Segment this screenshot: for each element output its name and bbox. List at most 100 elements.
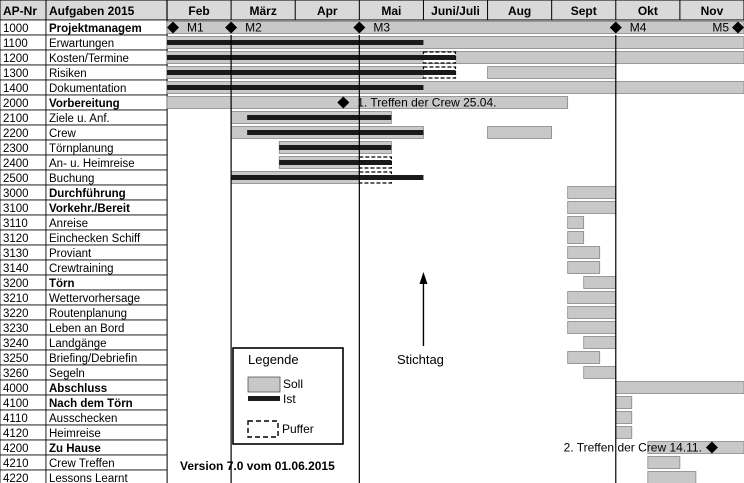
soll-bar bbox=[567, 186, 617, 199]
row-name: Vorbereitung bbox=[49, 98, 120, 110]
soll-bar bbox=[615, 396, 633, 409]
row-name: Törn bbox=[49, 278, 75, 290]
row-name: Crew Treffen bbox=[49, 458, 115, 470]
milestone-diamond bbox=[353, 21, 366, 34]
row-id: 2200 bbox=[3, 128, 29, 140]
ist-bar bbox=[167, 70, 456, 75]
ist-bar bbox=[247, 115, 392, 120]
row-name: Segeln bbox=[49, 368, 85, 380]
row-name: Projektmanagem bbox=[49, 23, 142, 35]
row-id: 3240 bbox=[3, 338, 29, 350]
ist-bar bbox=[167, 85, 424, 90]
month-label: März bbox=[249, 4, 276, 18]
row-name: Lessons Learnt bbox=[49, 473, 128, 483]
row-name: Abschluss bbox=[49, 383, 107, 395]
ist-bar bbox=[279, 145, 392, 150]
header-aufgaben: Aufgaben 2015 bbox=[49, 4, 135, 18]
row-name: Crewtraining bbox=[49, 263, 114, 275]
row-id: 3260 bbox=[3, 368, 29, 380]
row-name: Zu Hause bbox=[49, 443, 101, 455]
header-ap-nr: AP-Nr bbox=[3, 4, 37, 18]
milestone-diamond bbox=[225, 21, 238, 34]
legend-soll-label: Soll bbox=[283, 377, 303, 391]
row-id: 4200 bbox=[3, 443, 29, 455]
milestone-diamond bbox=[609, 21, 622, 34]
row-name: Risiken bbox=[49, 68, 87, 80]
row-id: 4110 bbox=[3, 413, 28, 425]
row-id: 3140 bbox=[3, 263, 29, 275]
row-id: 3110 bbox=[3, 218, 28, 230]
row-name: Proviant bbox=[49, 248, 92, 260]
row-id: 2400 bbox=[3, 158, 29, 170]
row-name: An- u. Heimreise bbox=[49, 158, 135, 170]
row-name: Vorkehr./Bereit bbox=[49, 203, 130, 215]
milestone-diamond bbox=[732, 21, 744, 34]
soll-bar bbox=[567, 291, 617, 304]
stichtag-label: Stichtag bbox=[397, 352, 444, 367]
row-id: 4220 bbox=[3, 473, 29, 483]
soll-bar bbox=[166, 96, 569, 109]
row-name: Durchführung bbox=[49, 188, 126, 200]
stichtag-arrowhead bbox=[419, 272, 428, 284]
legend-soll-swatch bbox=[247, 376, 281, 393]
month-label: Sept bbox=[571, 4, 597, 18]
row-name: Nach dem Törn bbox=[49, 398, 133, 410]
row-id: 3220 bbox=[3, 308, 29, 320]
row-id: 4100 bbox=[3, 398, 29, 410]
soll-bar bbox=[567, 261, 601, 274]
soll-bar bbox=[567, 231, 585, 244]
row-id: 3230 bbox=[3, 323, 29, 335]
row-id: 4000 bbox=[3, 383, 29, 395]
soll-bar bbox=[487, 126, 553, 139]
legend-ist-label: Ist bbox=[283, 392, 296, 406]
row-name-cell bbox=[45, 469, 168, 483]
row-name: Anreise bbox=[49, 218, 88, 230]
month-label: Nov bbox=[701, 4, 724, 18]
soll-bar bbox=[487, 66, 617, 79]
row-name: Erwartungen bbox=[49, 38, 114, 50]
row-name: Leben an Bord bbox=[49, 323, 124, 335]
row-id: 2100 bbox=[3, 113, 29, 125]
month-label: Apr bbox=[317, 4, 338, 18]
row-id: 4120 bbox=[3, 428, 29, 440]
row-id: 3120 bbox=[3, 233, 29, 245]
row-id: 1200 bbox=[3, 53, 29, 65]
month-label: Okt bbox=[638, 4, 658, 18]
soll-bar bbox=[647, 471, 697, 483]
legend-title: Legende bbox=[248, 352, 299, 367]
month-label: Juni/Juli bbox=[431, 4, 480, 18]
soll-bar bbox=[583, 336, 617, 349]
milestone-label: 2. Treffen der Crew 14.11. bbox=[564, 441, 702, 455]
soll-bar bbox=[615, 381, 744, 394]
row-id: 3000 bbox=[3, 188, 29, 200]
soll-bar bbox=[567, 201, 617, 214]
soll-bar bbox=[567, 351, 601, 364]
row-name: Törnplanung bbox=[49, 143, 114, 155]
milestone-label: 1. Treffen der Crew 25.04. bbox=[357, 96, 496, 110]
row-id: 3130 bbox=[3, 248, 29, 260]
annotations: Stichtag bbox=[397, 272, 444, 367]
row-id: 4210 bbox=[3, 458, 29, 470]
milestone-label: M5 bbox=[712, 21, 729, 35]
legend-ist-swatch bbox=[248, 396, 280, 401]
row-name: Kosten/Termine bbox=[49, 53, 129, 65]
row-name: Buchung bbox=[49, 173, 94, 185]
row-id: 3100 bbox=[3, 203, 29, 215]
legend-puffer-swatch bbox=[247, 420, 279, 438]
milestone-diamond bbox=[337, 96, 350, 109]
row-id: 1100 bbox=[3, 38, 28, 50]
soll-bar bbox=[567, 246, 601, 259]
row-name: Heimreise bbox=[49, 428, 101, 440]
soll-bar bbox=[567, 306, 617, 319]
row-name: Briefing/Debriefin bbox=[49, 353, 137, 365]
row-name: Routenplanung bbox=[49, 308, 127, 320]
month-label: Mai bbox=[381, 4, 401, 18]
row-id: 1300 bbox=[3, 68, 29, 80]
row-name: Einchecken Schiff bbox=[49, 233, 141, 245]
row-id: 2300 bbox=[3, 143, 29, 155]
soll-bar bbox=[567, 321, 617, 334]
